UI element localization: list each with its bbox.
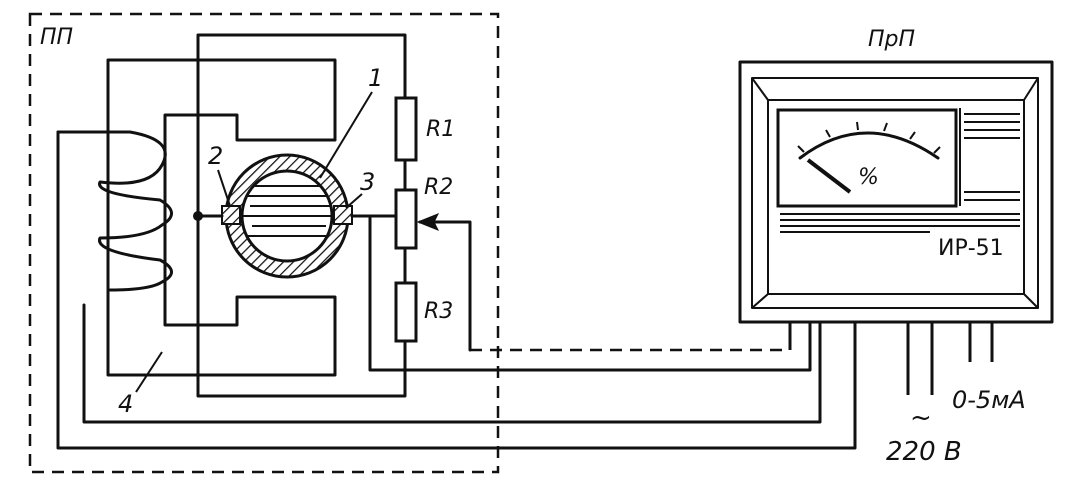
gauge-scale-arc bbox=[798, 131, 940, 160]
gauge-unit-label: % bbox=[858, 165, 879, 190]
part-4-label: 4 bbox=[118, 390, 133, 418]
converter-terminals bbox=[788, 322, 994, 448]
model-plate bbox=[930, 230, 1020, 260]
lead-r2-tap bbox=[368, 216, 812, 372]
resistor-r2-label: R2 bbox=[424, 175, 453, 200]
bridge-frame bbox=[196, 33, 407, 398]
part-1-leader bbox=[319, 91, 373, 179]
supply-voltage-label: 220 В bbox=[886, 437, 962, 467]
part-3-label: 3 bbox=[360, 168, 375, 196]
output-signal-label: 0-5мА bbox=[952, 386, 1026, 414]
part-1-label: 1 bbox=[368, 64, 383, 92]
junction-dot bbox=[193, 211, 203, 221]
face-perspective-bl bbox=[751, 293, 769, 309]
magnetic-core bbox=[106, 58, 337, 377]
converter-face bbox=[767, 99, 1025, 295]
sensor-block-label: ПП bbox=[40, 25, 73, 50]
resistor-r3 bbox=[394, 281, 418, 343]
part-2-leader bbox=[217, 169, 231, 207]
converter-body bbox=[738, 60, 1054, 324]
resistor-r1-label: R1 bbox=[426, 117, 455, 142]
face-perspective-tl bbox=[751, 77, 769, 101]
part-4-leader bbox=[135, 351, 163, 393]
electrode-3 bbox=[333, 205, 353, 225]
electrode-2 bbox=[221, 205, 241, 225]
part-2-label: 2 bbox=[208, 142, 223, 170]
supply-tilde-label: ~ bbox=[910, 403, 932, 433]
resistor-r1 bbox=[394, 96, 418, 162]
liquid-level-lines bbox=[242, 185, 332, 237]
face-perspective-tr bbox=[1023, 77, 1039, 101]
resistor-r2 bbox=[394, 188, 418, 250]
r2-slider-arrowhead bbox=[416, 213, 440, 231]
resistor-r3-label: R3 bbox=[424, 299, 453, 324]
coil-lead-front bbox=[56, 130, 857, 450]
excitation-coil bbox=[56, 130, 173, 292]
face-perspective-br bbox=[1023, 293, 1039, 309]
sensor-enclosure bbox=[28, 12, 500, 474]
r2-slider-dashed bbox=[470, 325, 792, 352]
gauge-needle bbox=[806, 158, 852, 194]
gauge-window bbox=[776, 108, 958, 208]
gauge-ticks bbox=[797, 121, 941, 154]
r2-slider-wire bbox=[418, 220, 472, 352]
part-3-leader bbox=[345, 193, 363, 209]
model-label: ИР-51 bbox=[938, 236, 1004, 261]
transducer-block-label: ПрП bbox=[868, 27, 915, 52]
